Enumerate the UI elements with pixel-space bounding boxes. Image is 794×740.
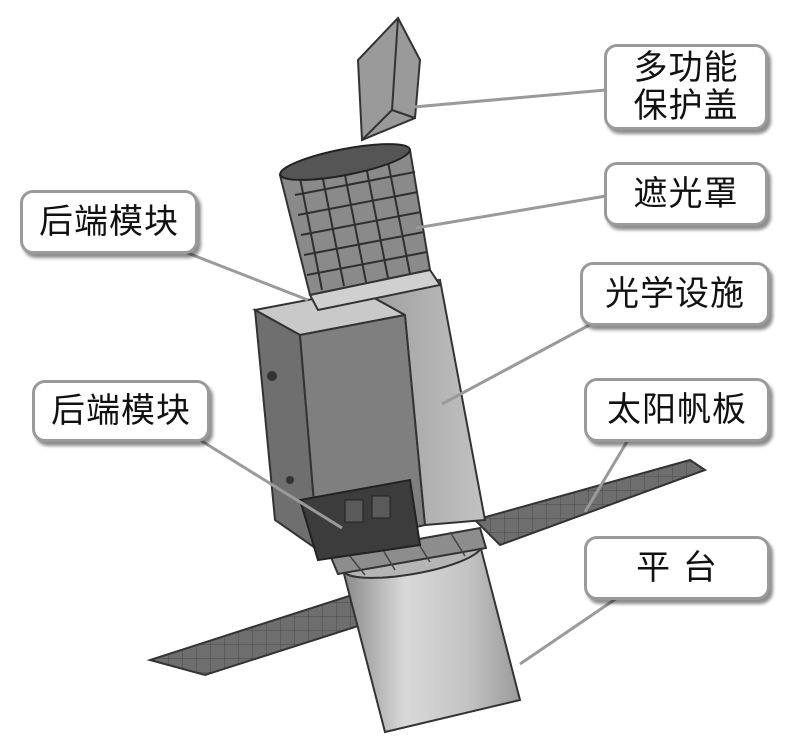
label-cover-line2: 保护盖 bbox=[633, 86, 739, 126]
cover-body bbox=[356, 16, 422, 142]
label-platform: 平 台 bbox=[584, 536, 770, 600]
label-rear-module-lower: 后端模块 bbox=[32, 380, 210, 442]
label-rear-module-lower-text: 后端模块 bbox=[51, 390, 191, 431]
label-cover: 多功能 保护盖 bbox=[604, 44, 768, 130]
label-cover-line1: 多功能 bbox=[633, 47, 739, 88]
label-solar-panel-text: 太阳帆板 bbox=[607, 389, 747, 430]
label-platform-text: 平 台 bbox=[636, 547, 718, 588]
label-rear-module-upper: 后端模块 bbox=[20, 190, 198, 254]
label-optics: 光学设施 bbox=[580, 262, 770, 326]
optics-body bbox=[252, 278, 487, 562]
label-rear-module-upper-text: 后端模块 bbox=[39, 201, 179, 242]
label-baffle: 遮光罩 bbox=[604, 162, 768, 226]
platform-body bbox=[328, 526, 522, 734]
baffle-body bbox=[278, 143, 442, 312]
label-solar-panel: 太阳帆板 bbox=[584, 378, 770, 442]
leader-lines bbox=[184, 88, 630, 666]
label-baffle-text: 遮光罩 bbox=[633, 173, 739, 214]
label-optics-text: 光学设施 bbox=[605, 273, 745, 314]
